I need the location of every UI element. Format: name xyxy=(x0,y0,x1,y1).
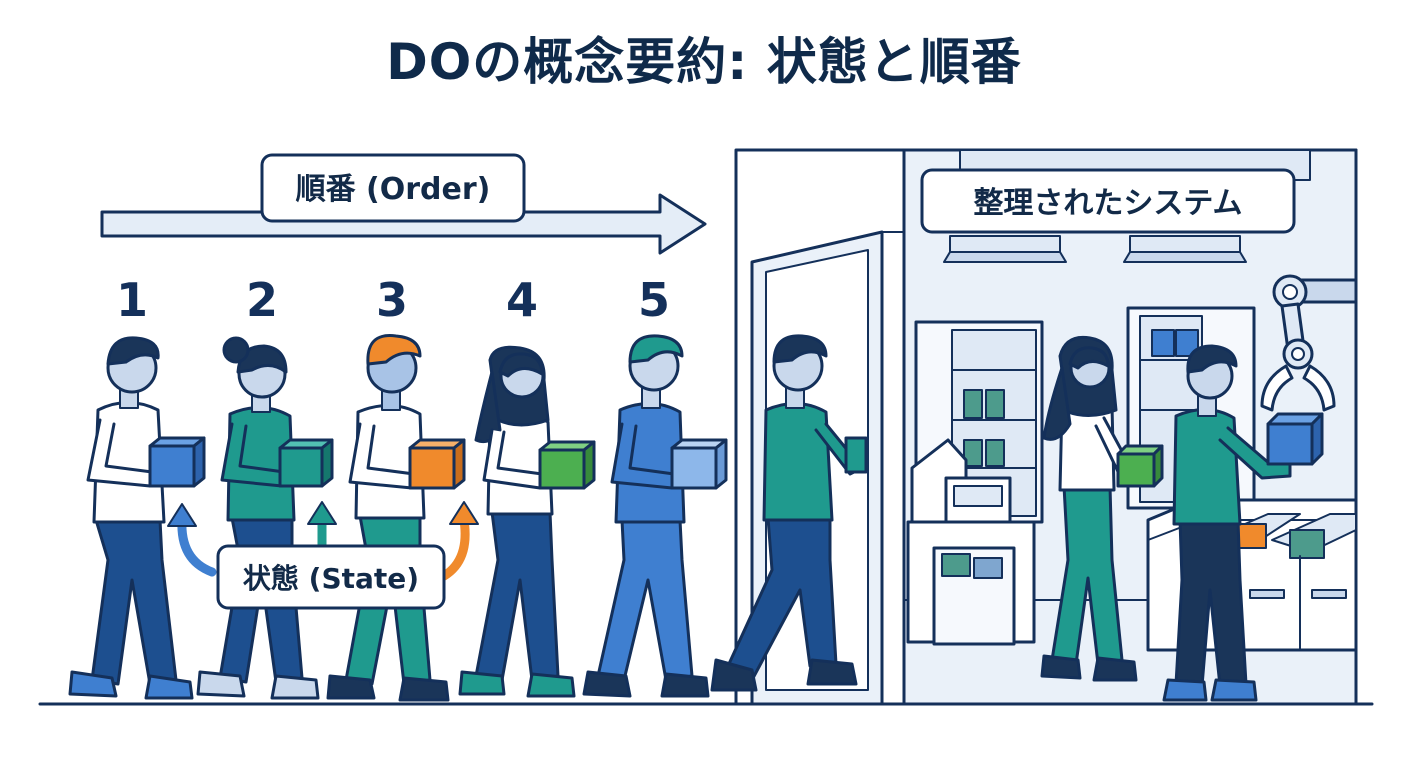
state-label-box: 状態 (State) xyxy=(216,544,446,610)
box-icon xyxy=(670,438,728,490)
box-icon xyxy=(1116,444,1164,488)
queue-number-5: 5 xyxy=(638,273,670,327)
queue-numbers: 1 2 3 4 5 xyxy=(116,273,670,327)
curved-arrow-up-icon xyxy=(307,501,337,551)
queue-number-4: 4 xyxy=(506,273,538,327)
person-inside-man xyxy=(1162,344,1324,702)
robot-arm-icon xyxy=(1260,274,1358,412)
person-inside-woman xyxy=(1040,335,1164,682)
queue-number-1: 1 xyxy=(116,273,148,327)
queue-number-3: 3 xyxy=(376,273,408,327)
person-3 xyxy=(326,334,466,702)
person-5 xyxy=(582,334,728,698)
box-icon xyxy=(148,436,206,488)
register-machine xyxy=(910,438,1012,526)
curved-arrow-up-icon xyxy=(167,503,217,577)
curved-arrow-up-icon xyxy=(439,501,479,581)
bin-left xyxy=(906,520,1036,646)
order-label-box: 順番 (Order) xyxy=(260,153,526,223)
system-label: 整理されたシステム xyxy=(973,186,1242,221)
order-arrow xyxy=(100,193,707,255)
box-icon xyxy=(278,438,334,488)
order-label: 順番 (Order) xyxy=(296,172,491,207)
box-icon xyxy=(408,438,466,490)
person-1 xyxy=(68,336,206,700)
person-entering xyxy=(710,334,868,692)
system-label-box: 整理されたシステム xyxy=(920,168,1296,234)
page-title: DOの概念要約: 状態と順番 xyxy=(386,33,1022,91)
box-icon xyxy=(538,440,596,490)
person-4 xyxy=(458,345,596,698)
queue-number-2: 2 xyxy=(246,273,278,327)
state-label: 状態 (State) xyxy=(243,562,419,595)
box-icon xyxy=(1266,412,1324,466)
